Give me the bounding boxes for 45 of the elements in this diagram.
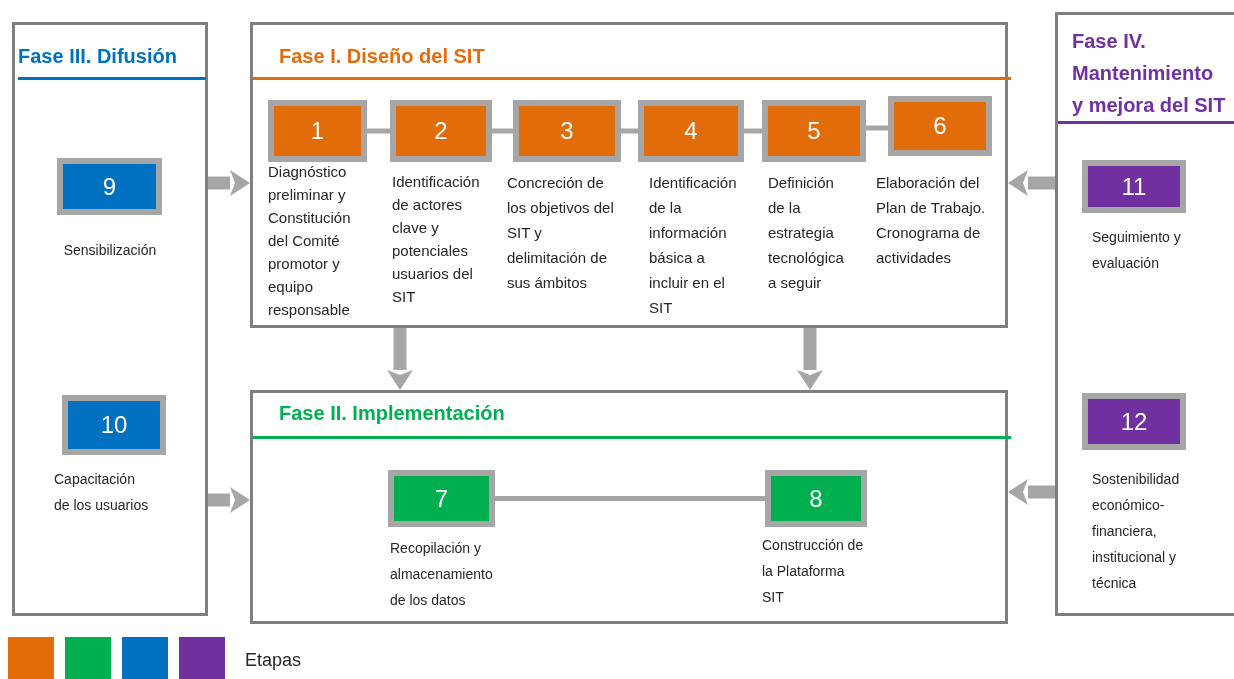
- stage-description: Concreción de los objetivos del SIT y delimitación de sus ámbitos: [507, 173, 615, 293]
- phase-panel: [1055, 12, 1234, 616]
- stage-number-box: 12: [1082, 393, 1186, 450]
- block-arrow: [797, 328, 823, 390]
- stage-number-box: 4: [638, 100, 744, 162]
- stage-description: Sensibilización: [62, 241, 158, 260]
- phase-title: Fase IV. Mantenimiento y mejora del SIT: [1058, 25, 1234, 124]
- stage-description: Definición de la estrategia tecnológica a seguir: [768, 173, 845, 293]
- stage-number-box: 7: [388, 470, 495, 527]
- connector-line: [367, 128, 390, 134]
- phase-panel: [250, 22, 1008, 328]
- stage-number-box: 9: [57, 158, 162, 215]
- stage-number-box: 8: [765, 470, 867, 527]
- connector-line: [495, 496, 765, 501]
- block-arrow: [208, 487, 250, 513]
- phase-title: Fase II. Implementación: [253, 400, 1011, 439]
- stage-description: Elaboración del Plan de Trabajo. Cronograma de actividades: [876, 173, 987, 268]
- connector-line: [621, 128, 638, 134]
- stages-caption: Etapas: [245, 650, 302, 671]
- stage-number-box: 6: [888, 96, 992, 156]
- phase-panel: [12, 22, 208, 616]
- stage-number-box: 1: [268, 100, 367, 162]
- stage-description: Identificación de la información básica a incluir en el SIT: [649, 173, 738, 318]
- block-arrow: [387, 328, 413, 390]
- phase-panel: [250, 390, 1008, 624]
- stage-number-box: 5: [762, 100, 866, 162]
- stage-description: Seguimiento y evaluación: [1092, 228, 1182, 273]
- stage-number-box: 10: [62, 395, 166, 455]
- stage-number-box: 2: [390, 100, 492, 162]
- phase-title: Fase III. Difusión: [18, 43, 206, 80]
- block-arrow: [1008, 170, 1055, 196]
- stage-description: Sostenibilidad económico-financiera, institucional y técnica: [1092, 470, 1181, 593]
- block-arrow: [208, 170, 250, 196]
- connector-line: [744, 128, 762, 134]
- stage-number-box: 3: [513, 100, 621, 162]
- stage-description: Identificación de actores clave y potenciales usuarios del SIT: [392, 172, 481, 307]
- connector-line: [866, 125, 888, 131]
- stage-description: Construcción de la Plataforma SIT: [762, 536, 865, 607]
- block-arrow: [1008, 479, 1055, 505]
- stage-description: Diagnóstico preliminar y Constitución del Comité promotor y equipo responsable: [268, 162, 352, 320]
- stage-description: Recopilación y almacenamiento de los datos: [390, 539, 494, 610]
- phase-title: Fase I. Diseño del SIT: [253, 43, 1011, 80]
- connector-line: [492, 128, 513, 134]
- stage-number-box: 11: [1082, 160, 1186, 213]
- stage-description: Capacitación de los usuarios: [54, 470, 150, 515]
